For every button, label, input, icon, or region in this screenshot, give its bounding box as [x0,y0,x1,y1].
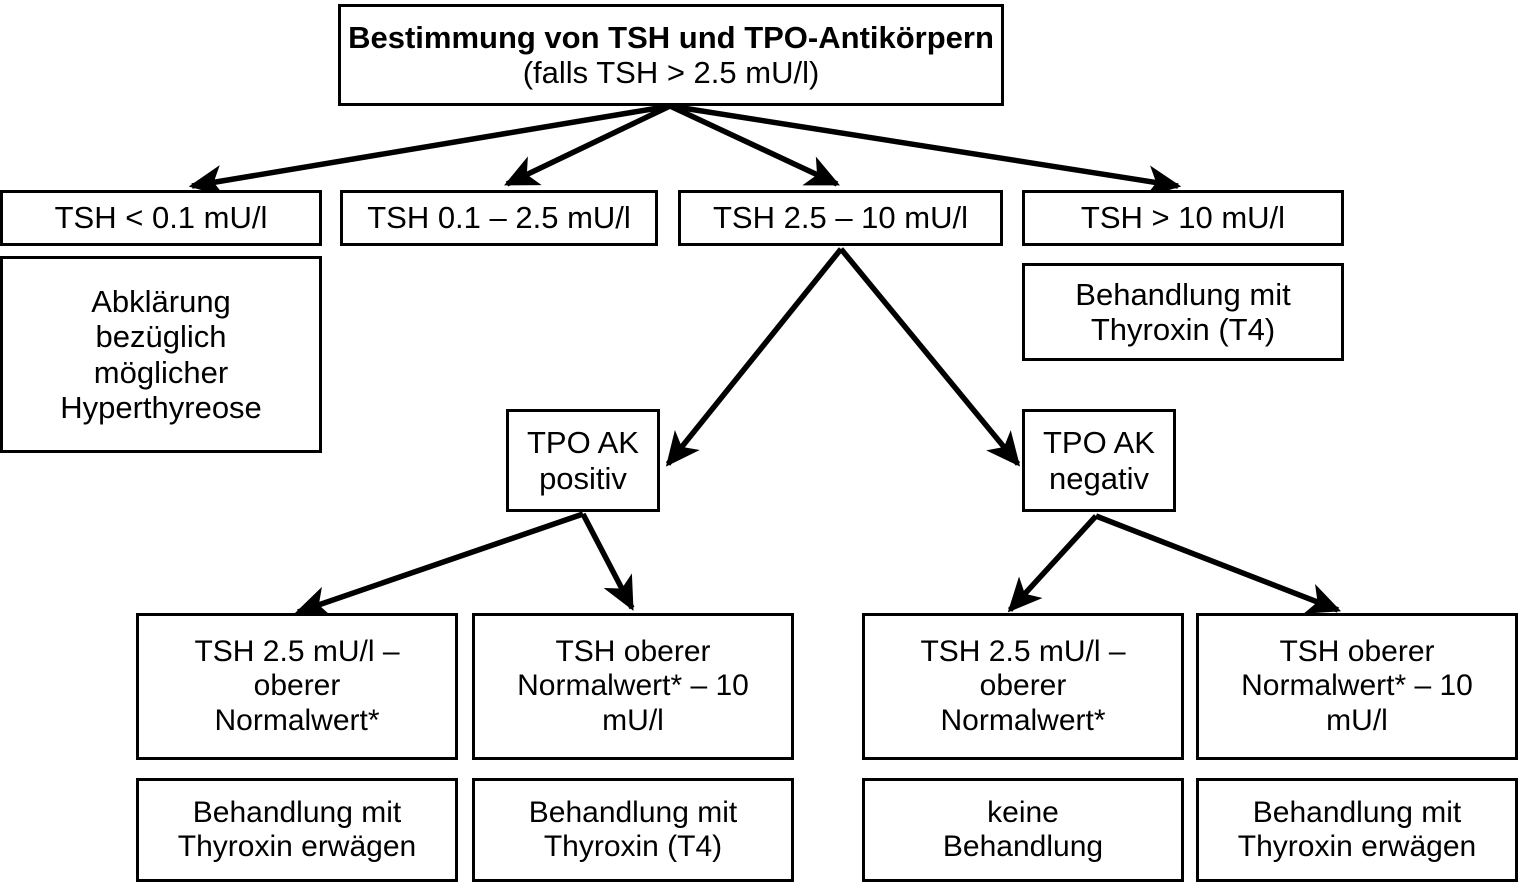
node-range-pos-high[interactable]: TSH oberer Normalwert* – 10 mU/l [472,613,794,760]
node-tsh-2-5-10-label: TSH 2.5 – 10 mU/l [713,200,968,236]
edge-tpo-positiv-to-range-pos-high [580,512,635,611]
edge-tpo-negativ-to-range-neg-low [1007,514,1099,613]
node-title-bold: Bestimmung von TSH und TPO-Antikörpern [348,19,994,55]
node-treat-pos-high[interactable]: Behandlung mit Thyroxin (T4) [472,778,794,882]
node-range-neg-low-label: TSH 2.5 mU/l – oberer Normalwert* [920,635,1126,737]
edge-title-to-tsh-2-5-10 [668,103,840,187]
node-treat-pos-low-label: Behandlung mit Thyroxin erwägen [177,795,417,863]
edge-title-to-tsh-0-1-2-5 [504,103,672,187]
node-treat-neg-low-label: keine Behandlung [942,795,1104,863]
node-title-text: Bestimmung von TSH und TPO-Antikörpern (… [341,20,1001,91]
node-tsh-0-1-2-5-label: TSH 0.1 – 2.5 mU/l [367,200,631,236]
node-treat-neg-high-label: Behandlung mit Thyroxin erwägen [1237,795,1477,863]
node-behandlung-thyroxin-t4-top-label: Behandlung mit Thyroxin (T4) [1075,276,1291,347]
edge-tpo-positiv-to-range-pos-low [294,511,584,618]
node-treat-neg-high[interactable]: Behandlung mit Thyroxin erwägen [1196,778,1518,882]
node-abklaerung-hyperthyreose[interactable]: Abklärung bezüglich möglicher Hyperthyre… [0,256,322,453]
node-tsh-lt-0-1[interactable]: TSH < 0.1 mU/l [0,190,322,246]
node-tpo-ak-negativ-label: TPO AK negativ [1043,425,1155,496]
node-behandlung-thyroxin-t4-top[interactable]: Behandlung mit Thyroxin (T4) [1022,263,1344,361]
node-title[interactable]: Bestimmung von TSH und TPO-Antikörpern (… [338,4,1004,106]
node-treat-pos-high-label: Behandlung mit Thyroxin (T4) [528,795,738,863]
node-tsh-2-5-10[interactable]: TSH 2.5 – 10 mU/l [678,190,1003,246]
node-range-pos-high-label: TSH oberer Normalwert* – 10 mU/l [517,635,749,737]
node-tsh-lt-0-1-label: TSH < 0.1 mU/l [54,200,268,236]
edge-title-to-tsh-gt-10 [669,103,1182,197]
node-tpo-ak-positiv[interactable]: TPO AK positiv [506,409,660,512]
node-tpo-ak-negativ[interactable]: TPO AK negativ [1022,409,1176,512]
node-range-neg-high[interactable]: TSH oberer Normalwert* – 10 mU/l [1196,613,1518,760]
node-range-pos-low[interactable]: TSH 2.5 mU/l – oberer Normalwert* [136,613,458,760]
edge-tsh-2-5-10-to-tpo-positiv [665,247,844,467]
node-range-neg-high-label: TSH oberer Normalwert* – 10 mU/l [1241,635,1473,737]
edge-tpo-negativ-to-range-neg-high [1095,513,1342,614]
node-tsh-0-1-2-5[interactable]: TSH 0.1 – 2.5 mU/l [340,190,658,246]
node-range-neg-low[interactable]: TSH 2.5 mU/l – oberer Normalwert* [862,613,1184,760]
node-abklaerung-hyperthyreose-label: Abklärung bezüglich möglicher Hyperthyre… [60,283,262,425]
node-tsh-gt-10-label: TSH > 10 mU/l [1080,200,1286,236]
node-treat-pos-low[interactable]: Behandlung mit Thyroxin erwägen [136,778,458,882]
node-title-normal: (falls TSH > 2.5 mU/l) [522,55,820,90]
edge-tsh-2-5-10-to-tpo-negativ [838,247,1021,467]
edge-title-to-tsh-lt-0-1 [188,103,671,197]
node-range-pos-low-label: TSH 2.5 mU/l – oberer Normalwert* [194,635,400,737]
node-tpo-ak-positiv-label: TPO AK positiv [527,425,639,496]
node-treat-neg-low[interactable]: keine Behandlung [862,778,1184,882]
node-tsh-gt-10[interactable]: TSH > 10 mU/l [1022,190,1344,246]
